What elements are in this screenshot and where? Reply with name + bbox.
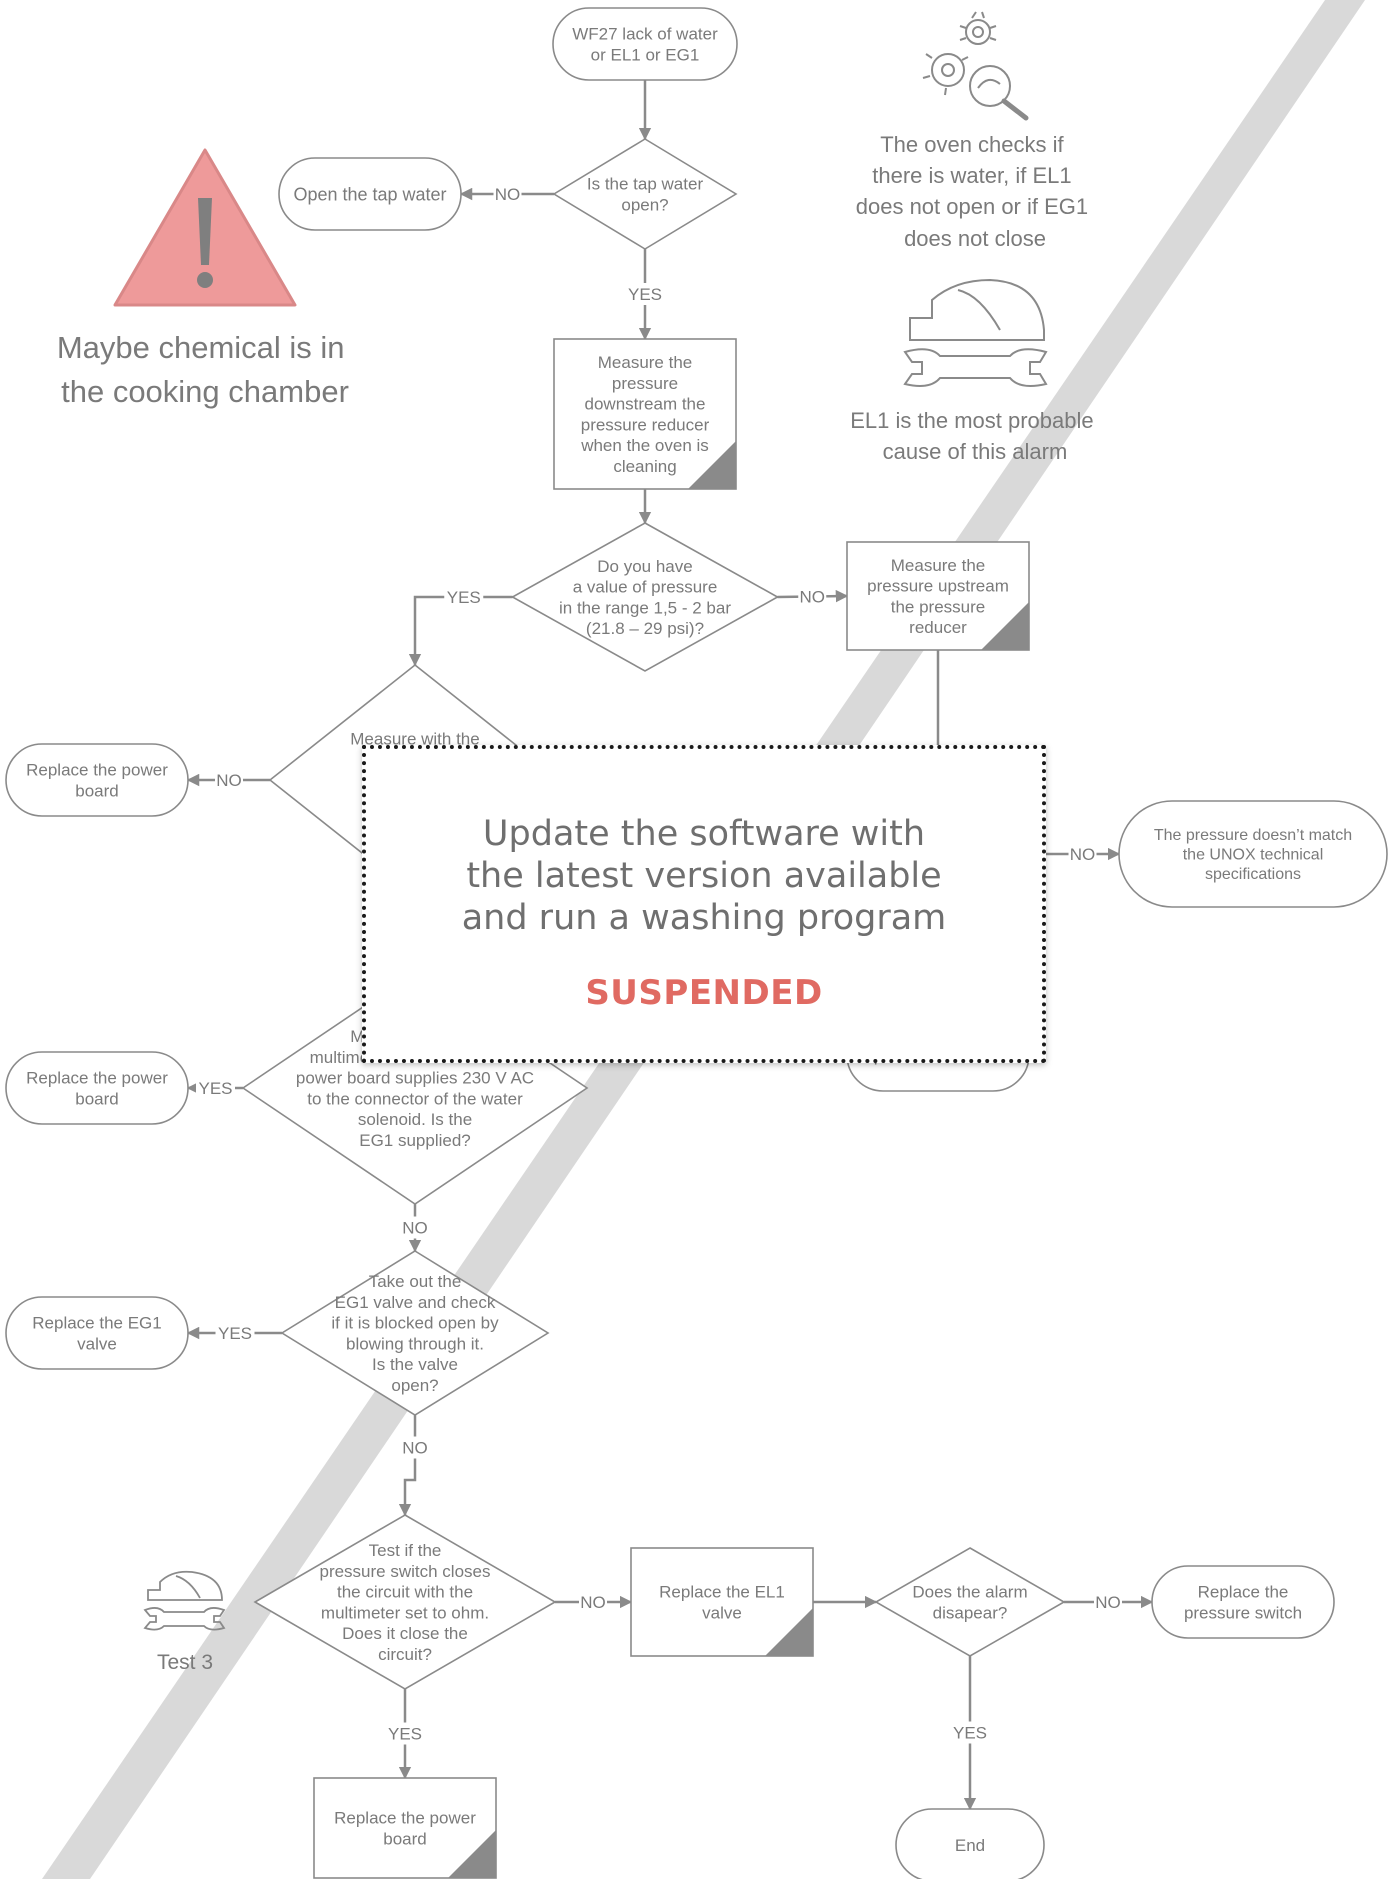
edge-label-yes: YES — [218, 1324, 252, 1343]
small-helmet-wrench-icon — [143, 1570, 226, 1631]
icons-layer — [113, 11, 1048, 1631]
gears-magnifier-icon — [922, 11, 1029, 121]
node-q-alarm — [874, 1547, 1066, 1657]
overlay-message: Update the software with the latest vers… — [366, 813, 1042, 939]
node-replace-power-2 — [5, 1051, 189, 1125]
edge-label-yes: YES — [628, 285, 662, 304]
edge-label-bg — [493, 183, 522, 205]
edge-label-bg — [1094, 1591, 1122, 1613]
suspended-status: SUSPENDED — [585, 973, 823, 1013]
process-corner-mark — [448, 1830, 496, 1878]
edge-label-yes: YES — [388, 1725, 422, 1744]
edge-label-no: NO — [495, 185, 521, 204]
node-replace-switch — [1151, 1565, 1335, 1639]
connectors-layer: NO YES NO YES NO NO YES NO YES NO NO NO YES YES — [186, 80, 1154, 1811]
warning-triangle-icon — [113, 148, 297, 307]
node-not-match — [1118, 800, 1388, 908]
node-q-tap — [552, 138, 738, 250]
edge-label-no: NO — [800, 588, 826, 607]
helmet-wrench-icon — [903, 278, 1048, 387]
edge-label-no: NO — [1070, 845, 1096, 864]
edge-label-no: NO — [580, 1593, 606, 1612]
edge-label-yes: YES — [198, 1079, 232, 1098]
edge-label-bg — [579, 1591, 607, 1613]
node-q-switch — [253, 1514, 557, 1690]
edge-label-bg — [444, 586, 484, 608]
node-replace-el1 — [630, 1547, 814, 1657]
edge-label-yes: YES — [447, 588, 481, 607]
overlay-message-line: Update the software with — [482, 814, 926, 854]
edge-label-bg — [798, 585, 827, 608]
node-replace-power-1 — [5, 743, 189, 817]
edge-label-bg — [950, 1721, 990, 1744]
edge-label-bg — [401, 1436, 429, 1459]
edge-label-no: NO — [1095, 1593, 1121, 1612]
node-replace-eg1 — [5, 1296, 189, 1370]
process-corner-mark — [981, 602, 1029, 650]
connector-12 — [398, 1415, 417, 1517]
process-corner-mark — [688, 441, 736, 489]
edge-label-bg — [1068, 843, 1097, 865]
edge-label-bg — [215, 769, 243, 791]
node-measure-down — [553, 338, 737, 490]
edge-label-bg — [196, 1077, 235, 1099]
node-text-end: End — [955, 1836, 985, 1855]
edge-label-bg — [625, 283, 665, 305]
node-end — [895, 1808, 1045, 1879]
node-measure-up — [846, 541, 1030, 651]
note-chemical: Maybe chemical is in the cooking chamber — [57, 330, 353, 409]
node-open-tap — [278, 157, 462, 231]
edge-label-bg — [401, 1216, 429, 1239]
note-el1-probable: EL1 is the most probable cause of this a… — [850, 408, 1100, 464]
edge-label-yes: YES — [953, 1724, 987, 1743]
shapes-layer — [5, 7, 1388, 1879]
node-q-eg1-valve — [280, 1250, 550, 1416]
edge-label-no: NO — [402, 1219, 428, 1238]
edge-label-bg — [385, 1722, 425, 1745]
note-test-label: Test 3 — [157, 1651, 213, 1674]
process-corner-mark — [765, 1608, 813, 1656]
edge-label-bg — [215, 1322, 255, 1344]
edge-label-no: NO — [402, 1439, 428, 1458]
node-text-open-tap: Open the tap water — [293, 184, 446, 204]
overlay-message-line: and run a washing program — [461, 898, 947, 938]
overlay-message-line: the latest version available — [466, 856, 942, 896]
node-q-range — [510, 522, 780, 672]
suspended-overlay-panel: Update the software with the latest vers… — [362, 745, 1046, 1063]
node-start — [552, 7, 738, 81]
edge-label-no: NO — [216, 771, 242, 790]
note-oven-checks: The oven checks if there is water, if EL… — [856, 132, 1095, 251]
